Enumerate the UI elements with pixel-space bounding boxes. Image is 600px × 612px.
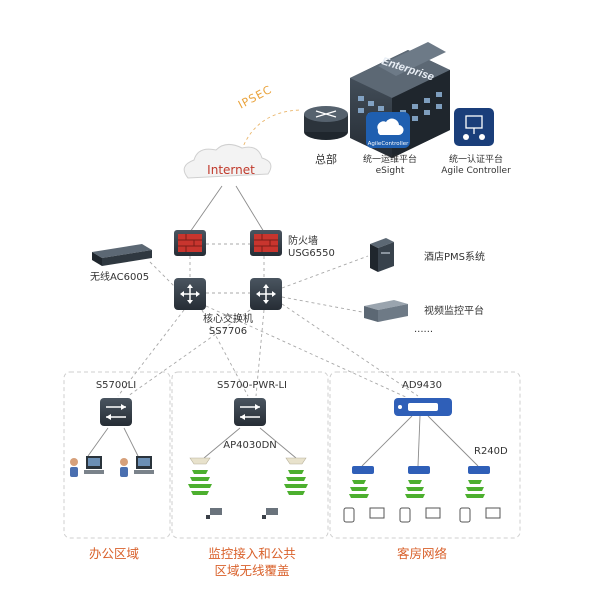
ap-1-icon (188, 457, 212, 495)
core-to-s5700pwr (201, 309, 249, 397)
firewall-2-icon (250, 230, 282, 256)
core2-to-s5700pwr (255, 309, 265, 397)
ad-to-r1 (361, 415, 413, 467)
core-switch-2-icon (250, 278, 282, 310)
internet-label: Internet (207, 163, 255, 177)
core-switch-1-icon (174, 278, 206, 310)
r240d-label: R240D (474, 446, 508, 457)
esight-badge-icon (366, 112, 410, 148)
zone-office-box (63, 371, 171, 539)
zone-office-label: 办公区域 (88, 546, 140, 561)
ad-to-r3 (427, 415, 479, 467)
camera-1-icon (206, 508, 222, 519)
pms-server-icon (370, 238, 394, 272)
ipsec-link (237, 109, 301, 163)
video-label: 视频监控平台 (424, 306, 484, 317)
ellipsis-label: ...... (414, 324, 434, 335)
office-pc-2-icon (120, 456, 154, 477)
ad-to-r2 (417, 415, 421, 467)
s5700pwr-label: S5700-PWR-LI (217, 380, 287, 391)
r240d-3-icon (459, 466, 501, 523)
agile-badge-text: AgileController (368, 141, 409, 147)
wireless-ac-label: 无线AC6005 (90, 272, 150, 283)
r240d-1-icon (343, 466, 385, 523)
core-to-pms (281, 255, 369, 289)
camera-2-icon (262, 508, 278, 519)
s5700li-to-pc2 (123, 427, 139, 457)
s5700pwr-switch-icon (234, 398, 266, 426)
zone-monitor-label-line2: 区域无线覆盖 (214, 563, 290, 578)
wireless-ac-icon (92, 244, 152, 266)
firewall-label-cn: 防火墙 (288, 236, 318, 247)
office-pc-1-icon (70, 456, 104, 477)
s5700pwr-to-ap1 (203, 427, 241, 459)
core-to-ad9430 (205, 305, 409, 399)
zone-boxes (63, 371, 521, 539)
zone-guest-label: 客房网络 (396, 546, 448, 561)
pms-label: 酒店PMS系统 (424, 252, 486, 263)
ap4030-label: AP4030DN (223, 440, 277, 451)
ad9430-icon (394, 398, 452, 416)
core-to-video (281, 296, 363, 313)
s5700li-label: S5700LI (95, 380, 137, 391)
links (87, 109, 479, 467)
core2-to-s5700li (127, 309, 251, 397)
ad9430-label: AD9430 (402, 380, 442, 391)
esight-label-en: eSight (375, 166, 405, 176)
core-to-s5700li (117, 309, 185, 397)
hq-label: 总部 (315, 153, 337, 166)
internet-to-fw1 (189, 185, 223, 233)
agile-label-en: Agile Controller (441, 166, 511, 176)
hq-router-icon (304, 106, 348, 140)
zone-monitor-label-line1: 监控接入和公共 (208, 546, 296, 561)
ac-to-core (149, 261, 177, 289)
ap-2-icon (284, 457, 308, 495)
r240d-2-icon (399, 466, 441, 523)
agile-controller-icon (454, 108, 494, 146)
internet-to-fw2 (235, 185, 265, 233)
s5700li-to-pc1 (87, 427, 109, 457)
zone-monitor-box (171, 371, 329, 539)
core-switch-label-cn: 核心交换机 (203, 314, 253, 325)
s5700pwr-to-ap2 (259, 427, 297, 459)
s5700li-switch-icon (100, 398, 132, 426)
firewall-label-model: USG6550 (288, 248, 335, 259)
firewall-1-icon (174, 230, 206, 256)
core-switch-label-model: SS7706 (208, 326, 248, 337)
video-platform-icon (364, 300, 408, 322)
internet-cloud-icon (183, 144, 272, 179)
agile-label-cn: 统一认证平台 (448, 155, 504, 165)
esight-label-cn: 统一运维平台 (362, 155, 418, 165)
